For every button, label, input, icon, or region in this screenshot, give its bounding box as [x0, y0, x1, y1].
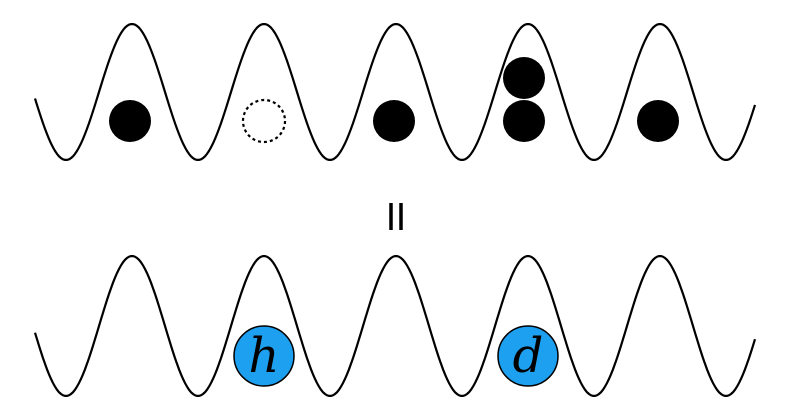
equivalence-sign	[389, 203, 403, 230]
quasiparticle-label-h: h	[249, 328, 280, 384]
top-lattice	[33, 23, 757, 161]
top-lattice-particles	[109, 57, 679, 144]
bottom-lattice-potential	[33, 255, 757, 397]
top-lattice-potential	[33, 23, 757, 161]
atom-site-3-0	[503, 100, 545, 142]
atom-site-3-1	[503, 57, 545, 99]
empty-site-1	[241, 98, 287, 144]
atom-site-4-0	[637, 100, 679, 142]
quasiparticle-label-d: d	[513, 328, 544, 384]
quasiparticle-h	[233, 325, 295, 387]
atom-site-0-0	[109, 100, 151, 142]
atom-site-2-0	[373, 100, 415, 142]
quasiparticle-d	[497, 325, 559, 387]
